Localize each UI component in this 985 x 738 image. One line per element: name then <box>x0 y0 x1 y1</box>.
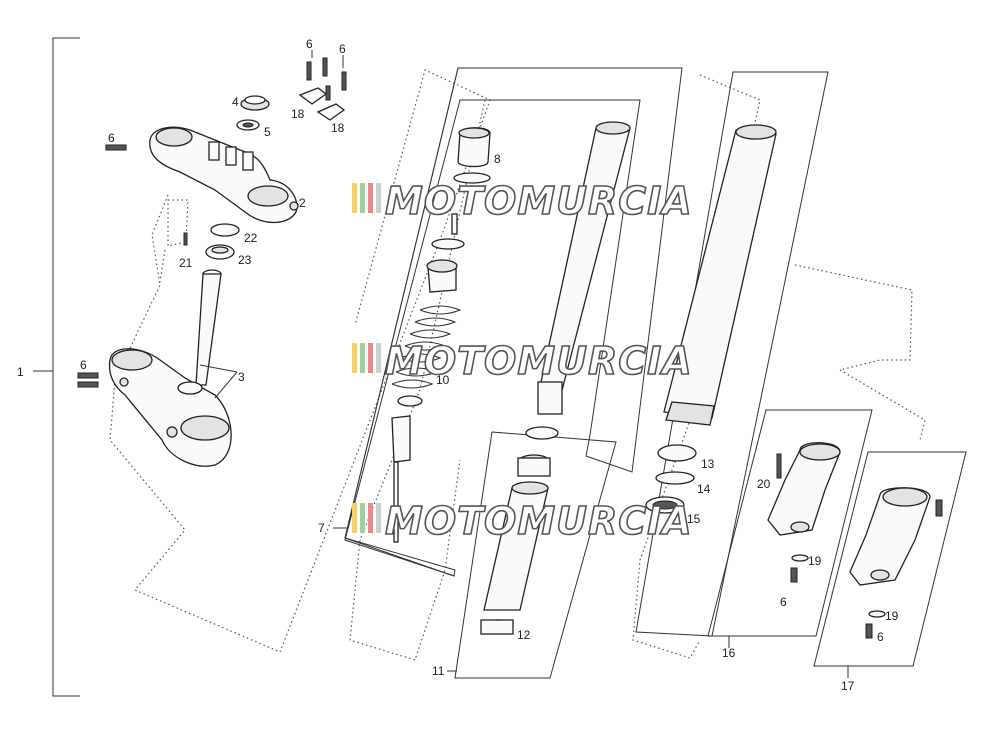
part-labels: 1 2 3 4 5 6 6 6 6 6 6 7 8 10 11 12 13 14… <box>17 37 899 693</box>
label-11: 11 <box>432 664 445 678</box>
label-18: 18 <box>331 121 345 135</box>
label-19: 19 <box>885 609 899 623</box>
label-20: 20 <box>757 477 771 491</box>
label-3: 3 <box>238 370 245 384</box>
caliper-bracket-right <box>767 442 841 583</box>
solid-panels <box>333 67 967 679</box>
label-1: 1 <box>17 365 24 379</box>
watermark-2: MOTOMURCIA <box>352 338 693 384</box>
watermark-text: MOTOMURCIA <box>385 339 693 383</box>
dotted-outlines <box>109 69 926 661</box>
upper-triple-clamp <box>149 126 299 224</box>
fork-internals <box>391 121 631 543</box>
assembly-bracket <box>33 37 80 697</box>
label-18: 18 <box>291 107 305 121</box>
label-10: 10 <box>436 373 450 387</box>
steering-sensor <box>159 199 189 283</box>
label-21: 21 <box>179 256 193 270</box>
label-19: 19 <box>808 554 822 568</box>
lower-triple-clamp <box>108 269 238 467</box>
label-6: 6 <box>877 630 884 644</box>
watermark-text: MOTOMURCIA <box>385 499 693 543</box>
fork-tube-11 <box>480 454 551 635</box>
watermark-1: MOTOMURCIA <box>352 178 693 224</box>
label-16: 16 <box>722 646 736 660</box>
label-6: 6 <box>80 358 87 372</box>
nut-washer-22-23 <box>205 223 240 260</box>
watermark-text: MOTOMURCIA <box>385 179 693 223</box>
caliper-bracket-left <box>849 487 943 639</box>
label-4: 4 <box>232 95 239 109</box>
label-15: 15 <box>687 512 701 526</box>
label-22: 22 <box>244 231 258 245</box>
label-2: 2 <box>299 196 306 210</box>
label-12: 12 <box>517 628 531 642</box>
label-8: 8 <box>494 152 501 166</box>
washer-parts-4-5 <box>236 95 270 131</box>
outer-fork-leg <box>645 124 777 514</box>
label-23: 23 <box>238 253 252 267</box>
watermark-3: MOTOMURCIA <box>352 498 693 544</box>
label-13: 13 <box>701 457 715 471</box>
label-17: 17 <box>841 679 855 693</box>
label-6: 6 <box>108 131 115 145</box>
label-6: 6 <box>306 37 313 51</box>
label-5: 5 <box>264 125 271 139</box>
label-6: 6 <box>339 42 346 56</box>
label-14: 14 <box>697 482 711 496</box>
label-6: 6 <box>780 595 787 609</box>
bolts-6 <box>77 144 127 388</box>
label-7: 7 <box>318 521 325 535</box>
handlebar-clamps <box>298 50 347 121</box>
